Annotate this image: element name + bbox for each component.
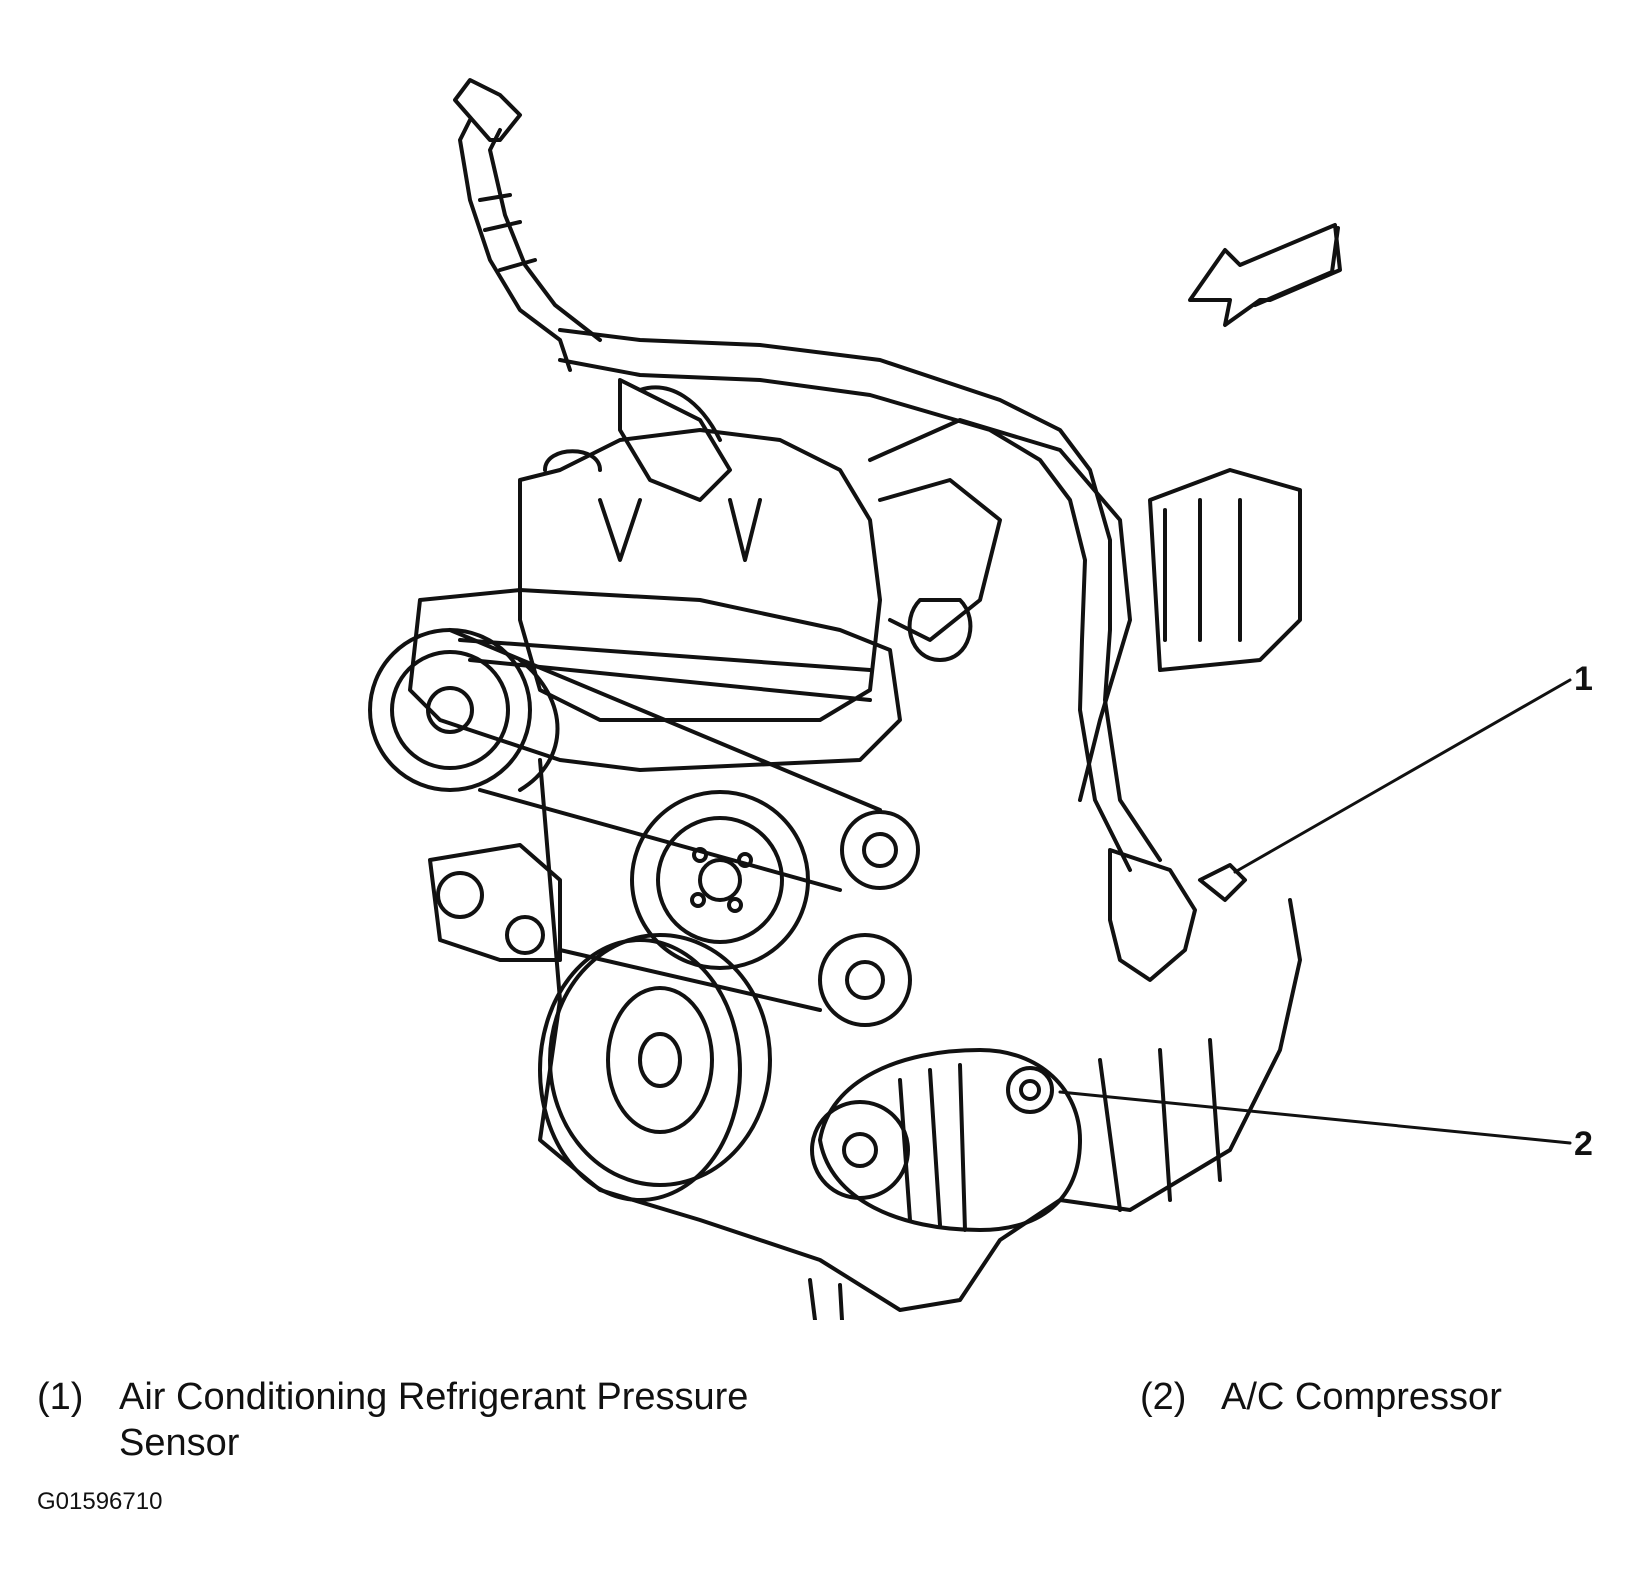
drive-belt [448,628,882,1012]
callout-number-1: 1 [1574,660,1593,698]
idler-pulley-right [840,810,920,890]
legend-label-2: A/C Compressor [1221,1376,1502,1418]
direction-arrow-icon [1188,223,1342,327]
pressure-sensor [1198,863,1247,902]
refrigerant-hose [453,78,1197,982]
engine-block [408,378,1302,1320]
ac-compressor [810,1048,1082,1232]
legend-label-1-line2: Sensor [119,1422,240,1464]
figure-id: G01596710 [37,1488,163,1515]
legend-item-1: (1) Air Conditioning Refrigerant Pressur… [37,1374,857,1474]
tensioner [428,843,562,962]
idler-pulley-lower [818,933,912,1027]
crankshaft-pulley [538,933,772,1202]
leader-line-1 [1233,678,1572,874]
leader-line-2 [1058,1090,1572,1145]
legend-number-1: (1) [37,1376,84,1418]
legend-item-2: (2) A/C Compressor [1140,1374,1590,1424]
engine-illustration [368,78,1572,1320]
legend-number-2: (2) [1140,1376,1187,1418]
callout-number-2: 2 [1574,1125,1593,1163]
legend-label-1-line1: Air Conditioning Refrigerant Pressure [119,1376,749,1418]
